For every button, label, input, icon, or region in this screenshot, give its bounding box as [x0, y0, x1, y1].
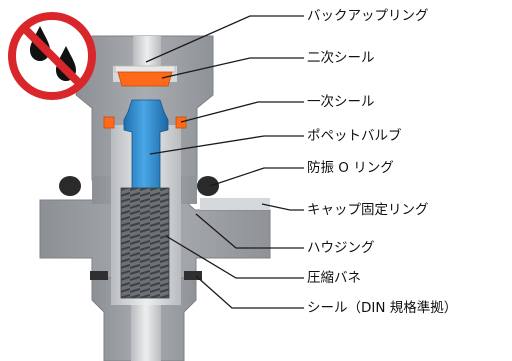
label-poppet-valve: ポペットバルブ: [307, 128, 402, 144]
leader-poppet-valve: [149, 135, 304, 155]
label-anti-vibration-o-ring: 防振 O リング: [307, 160, 394, 176]
no-water-drops-icon: [8, 12, 96, 100]
leader-lines: [145, 15, 304, 309]
secondary-seal-part: [117, 71, 173, 87]
label-housing: ハウジング: [307, 240, 375, 256]
leader-compression-spring: [165, 235, 304, 279]
din-seal-part: [90, 271, 202, 280]
anti-vibration-o-ring-part: [59, 176, 219, 196]
primary-seal-part: [103, 116, 187, 129]
label-backup-ring: バックアップリング: [307, 8, 429, 24]
leader-primary-seal: [180, 101, 304, 123]
label-cap-fixing-ring: キャップ固定リング: [307, 202, 429, 218]
label-compression-spring: 圧縮バネ: [307, 270, 361, 286]
compression-spring-part: [120, 187, 170, 299]
leader-o-ring: [209, 167, 304, 187]
label-primary-seal: 一次シール: [307, 94, 375, 110]
leader-cap-fixing-ring: [261, 203, 304, 211]
leader-housing: [195, 213, 304, 249]
leader-secondary-seal: [161, 57, 304, 79]
label-secondary-seal: 二次シール: [307, 50, 375, 66]
leader-backup-ring: [145, 15, 304, 63]
label-din-seal: シール（DIN 規格準拠）: [307, 300, 458, 316]
backup-ring-part: [114, 65, 176, 73]
leader-din-seal: [195, 275, 304, 309]
